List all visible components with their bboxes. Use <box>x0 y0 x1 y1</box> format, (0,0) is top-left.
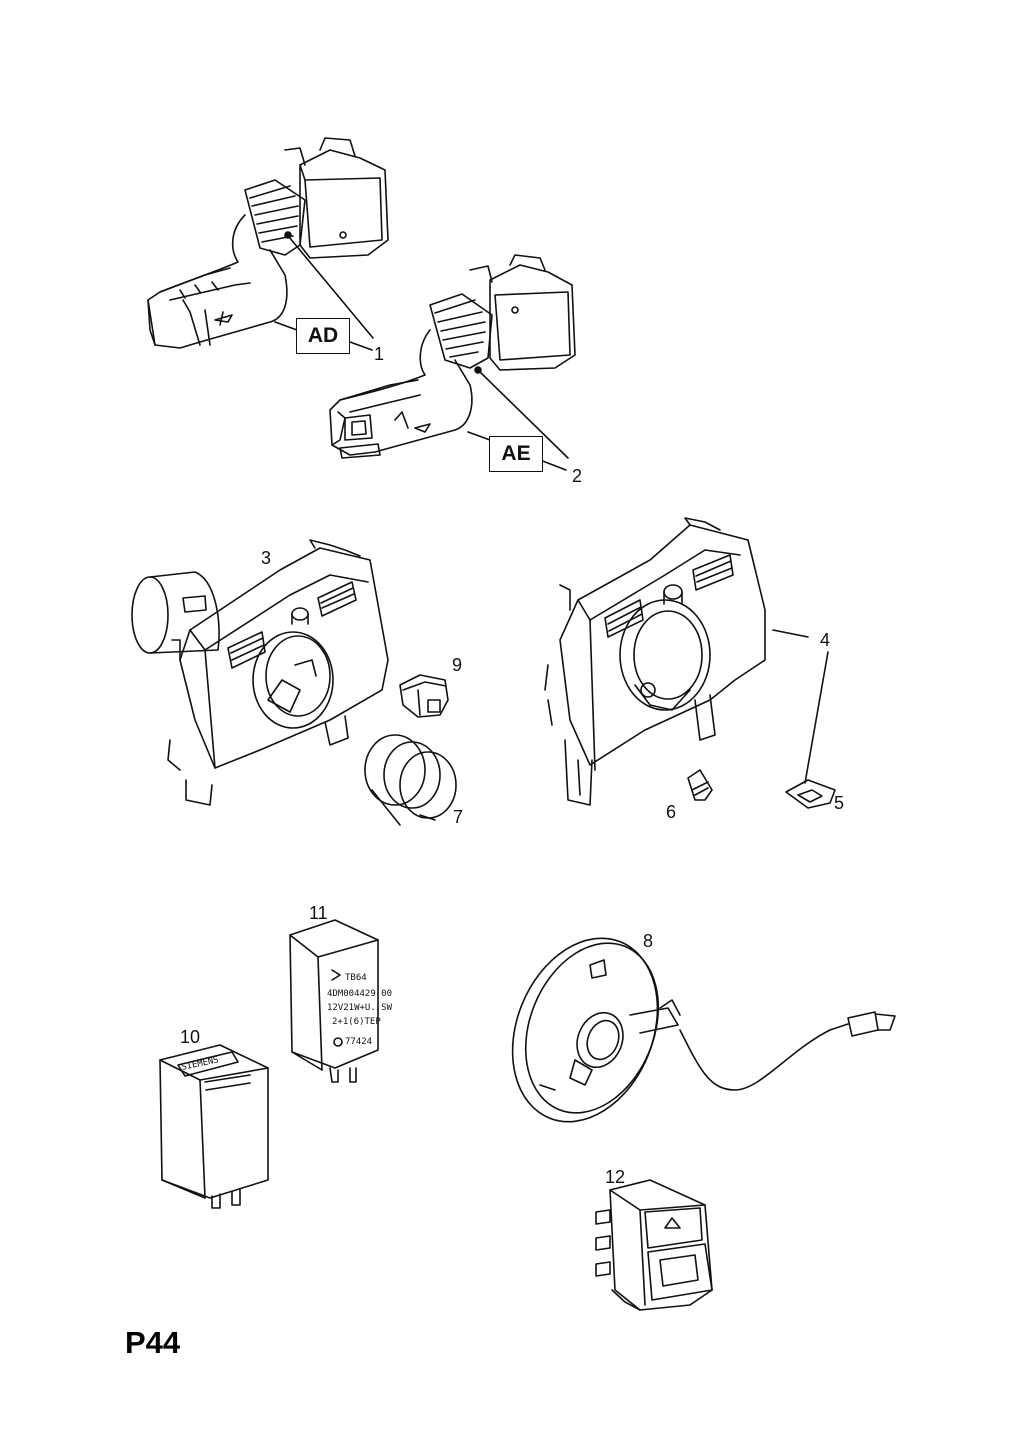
callout-label-12: 12 <box>605 1167 626 1187</box>
leader-line-2 <box>275 322 568 470</box>
variant-box-ae: AE <box>489 436 543 472</box>
callout-label-11: 11 <box>309 903 328 923</box>
svg-text:12V21W+U..SW: 12V21W+U..SW <box>327 1003 393 1013</box>
page-code: P44 <box>125 1325 181 1360</box>
callout-label-2: 2 <box>572 466 583 486</box>
svg-text:2+1(6)TEP: 2+1(6)TEP <box>332 1017 381 1027</box>
callout-label-3: 3 <box>261 548 272 568</box>
svg-text:77424: 77424 <box>345 1037 372 1047</box>
spring-part-7-drawing <box>365 735 456 825</box>
variant-box-ad: AD <box>296 318 350 354</box>
callout-label-5: 5 <box>834 793 845 813</box>
stalk-switch-ae-drawing <box>330 255 575 458</box>
cap-part-9-drawing <box>400 675 448 717</box>
svg-text:TB64: TB64 <box>345 973 367 983</box>
clip-part-5-drawing <box>786 780 835 808</box>
callout-label-4: 4 <box>820 630 831 650</box>
callout-label-10: 10 <box>180 1027 201 1047</box>
relay-part-10-drawing: SIEMENS <box>160 1045 268 1208</box>
contact-ring-part-8-drawing <box>486 916 895 1143</box>
leader-line-4 <box>773 630 828 783</box>
callout-label-7: 7 <box>453 807 464 827</box>
pin-part-6-drawing <box>688 770 712 800</box>
callout-label-9: 9 <box>452 655 463 675</box>
svg-text:SIEMENS: SIEMENS <box>181 1055 220 1073</box>
callout-label-1: 1 <box>374 344 385 364</box>
leader-line-1 <box>289 237 373 350</box>
stalk-switch-ad-drawing <box>148 138 388 348</box>
callout-label-8: 8 <box>643 931 654 951</box>
svg-text:4DM004429 00: 4DM004429 00 <box>327 989 392 999</box>
switch-housing-right-drawing <box>545 518 765 805</box>
switch-part-12-drawing <box>596 1180 712 1310</box>
relay-part-11-drawing: TB64 4DM004429 00 12V21W+U..SW 2+1(6)TEP… <box>290 920 393 1082</box>
switch-housing-left-drawing <box>132 540 388 805</box>
callout-label-6: 6 <box>666 802 677 822</box>
